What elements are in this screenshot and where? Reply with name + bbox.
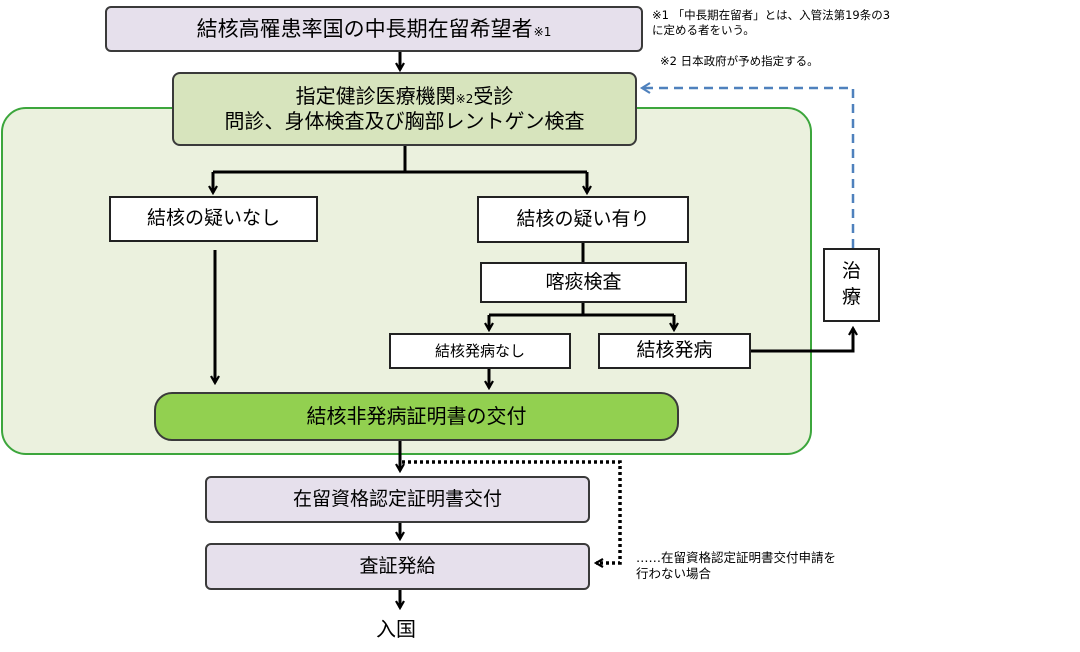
- feedback-arrow-treatment-to-clinic: [639, 82, 855, 248]
- entry-label: 入国: [376, 617, 416, 641]
- clinic-line-1: 指定健診医療機関※2受診: [295, 84, 514, 108]
- no-onset-box: 結核発病なし: [389, 333, 571, 369]
- sputum-test-box: 喀痰検査: [480, 262, 687, 303]
- arrow-onset-to-treatment: [751, 328, 853, 353]
- bypass-note: ……在留資格認定証明書交付申請を 行わない場合: [636, 550, 837, 582]
- onset-box: 結核発病: [598, 333, 751, 369]
- coe-issuance-box: 在留資格認定証明書交付: [205, 476, 590, 523]
- applicant-box: 結核高罹患率国の中長期在留希望者※1: [105, 6, 643, 52]
- dotted-bypass-arrow: [402, 460, 622, 563]
- applicant-footnote-mark: ※1: [533, 24, 552, 39]
- applicant-label: 結核高罹患率国の中長期在留希望者: [196, 16, 533, 41]
- suspicion-box: 結核の疑い有り: [477, 196, 689, 243]
- certificate-box: 結核非発病証明書の交付: [154, 392, 679, 441]
- footnote-1: ※1 「中長期在留者」とは、入管法第19条の3 に定める者をいう。: [652, 8, 891, 37]
- clinic-line-2: 問診、身体検査及び胸部レントゲン検査: [224, 109, 585, 133]
- footnote-2: ※2 日本政府が予め指定する。: [660, 54, 819, 68]
- visa-issuance-box: 査証発給: [205, 543, 590, 590]
- treatment-box: 治療: [823, 248, 880, 322]
- clinic-box: 指定健診医療機関※2受診 問診、身体検査及び胸部レントゲン検査: [172, 72, 637, 146]
- no-suspicion-box: 結核の疑いなし: [109, 196, 318, 242]
